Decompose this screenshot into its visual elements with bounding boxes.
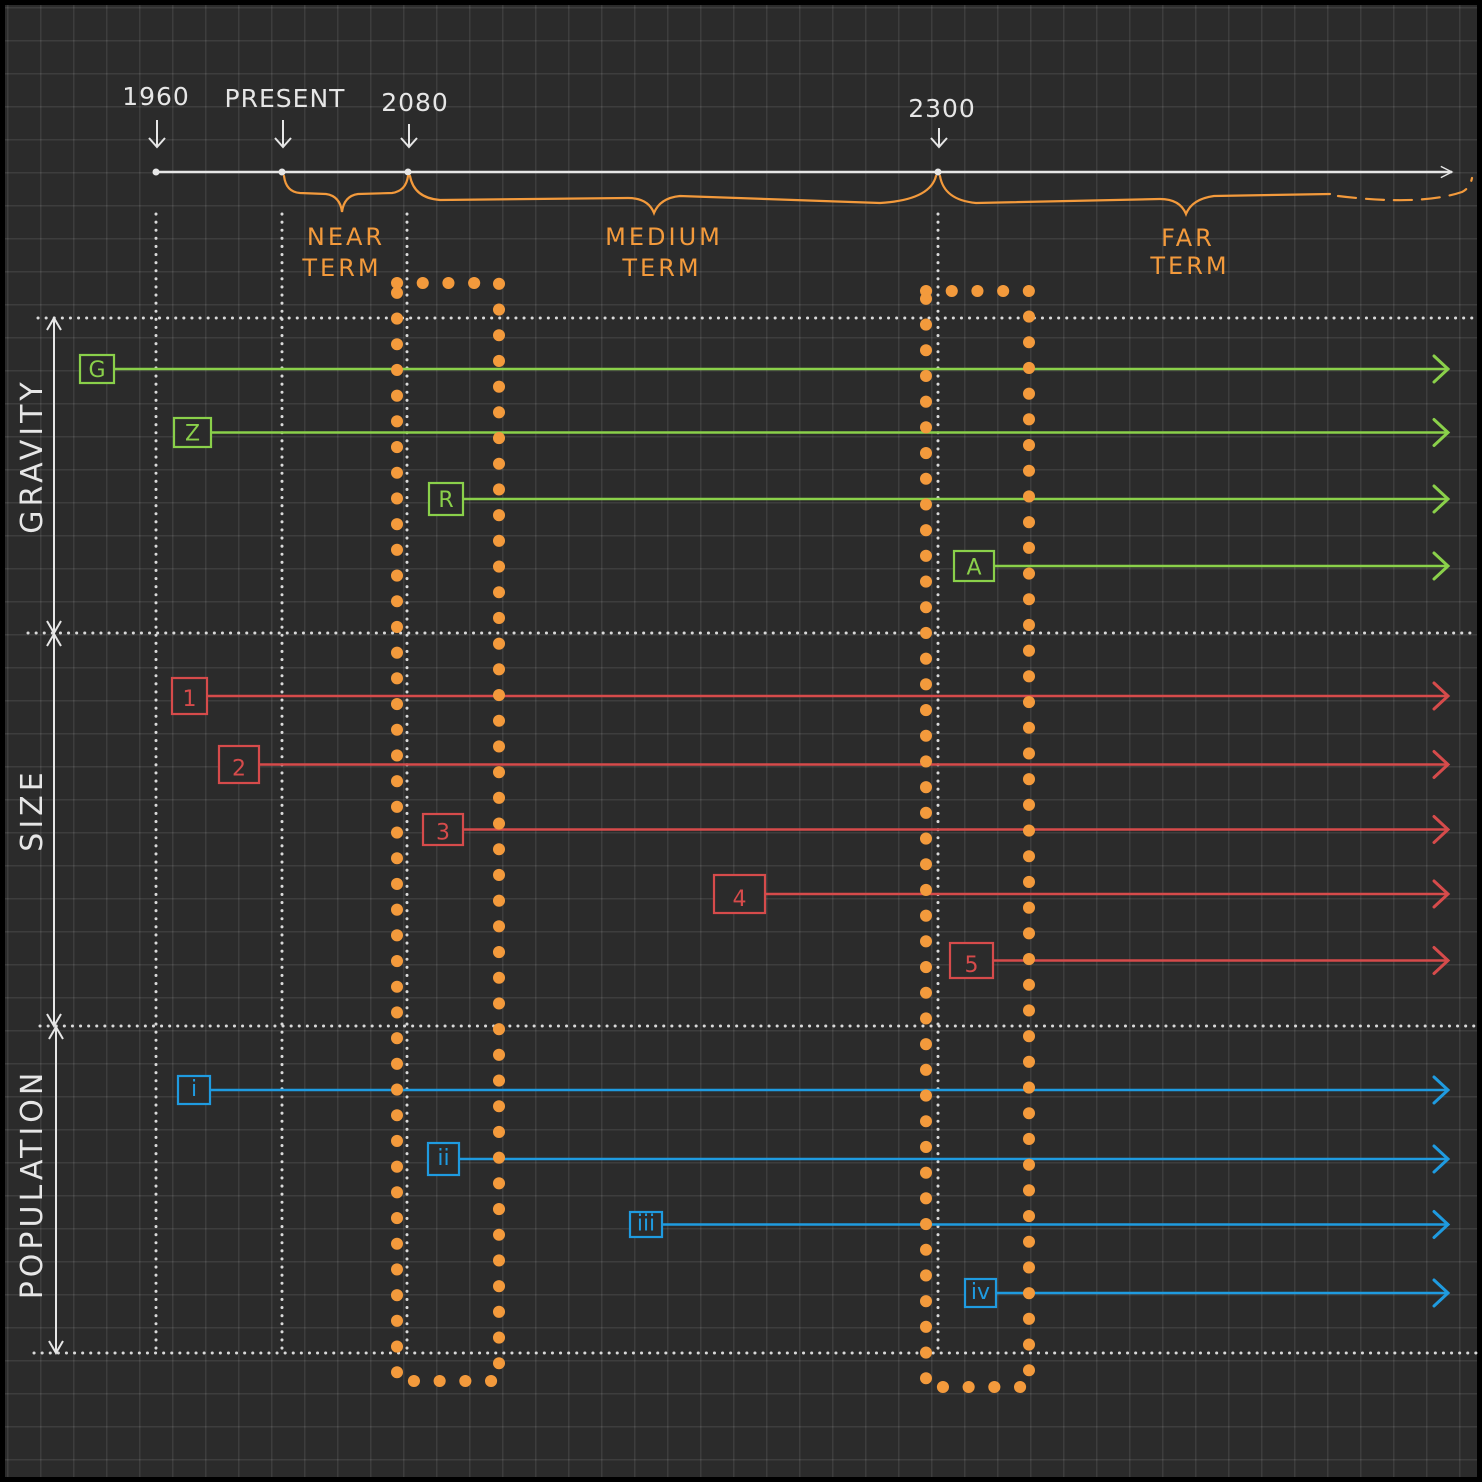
population-item-box — [628, 1210, 664, 1239]
axis-dot-1960 — [152, 168, 160, 176]
arrowhead-icon — [1432, 354, 1451, 384]
category-label-gravity: GRAVITY — [15, 378, 50, 534]
size-item-2: 2 — [217, 744, 1451, 785]
down-arrow-icon — [48, 1340, 64, 1355]
up-arrow-icon — [46, 316, 62, 331]
arrowhead-icon — [1432, 750, 1451, 779]
highlight-windows — [391, 277, 1035, 1393]
gravity-item-box — [427, 481, 465, 517]
size-item-1: 1 — [170, 676, 1451, 716]
size-item-box — [170, 676, 209, 716]
down-arrow-icon — [274, 120, 292, 149]
population-item-label: iii — [637, 1211, 655, 1236]
term-label-far-line1: FAR — [1161, 224, 1215, 252]
axis-dot-2300 — [934, 168, 942, 176]
arrowhead-icon — [1432, 1075, 1451, 1105]
down-arrow-icon — [930, 128, 948, 149]
gravity-item-2: Z — [172, 416, 1451, 449]
term-braces — [282, 174, 1474, 217]
population-item-box — [963, 1277, 998, 1309]
size-item-label: 1 — [183, 687, 197, 712]
population-item-label: iv — [971, 1280, 990, 1305]
term-label-far-line2: TERM — [1149, 252, 1229, 280]
brace-far-term — [938, 174, 1332, 217]
term-label-medium-line2: TERM — [621, 254, 701, 282]
gravity-item-label: G — [88, 358, 105, 383]
gravity-item-1: G — [78, 353, 1451, 385]
axis-dot-2080 — [404, 168, 412, 176]
term-label-medium-line1: MEDIUM — [605, 223, 723, 251]
axis-dot-present — [278, 168, 286, 176]
brace-near-term — [282, 174, 410, 213]
up-arrow-icon — [48, 1025, 64, 1040]
population-item-2: ii — [426, 1141, 1451, 1177]
gravity-item-4: A — [952, 549, 1451, 583]
population-item-label: ii — [437, 1146, 449, 1171]
brace-far-term-open-end — [1336, 176, 1474, 202]
term-label-near-line2: TERM — [301, 254, 381, 282]
arrowhead-icon — [1432, 551, 1451, 581]
brace-medium-term — [408, 174, 938, 216]
gravity-item-box — [172, 416, 213, 449]
category-label-population: POPULATION — [15, 1069, 50, 1300]
size-item-label: 4 — [733, 887, 747, 912]
gravity-item-label: Z — [185, 421, 200, 446]
arrowhead-icon — [1432, 879, 1451, 909]
category-spans — [46, 316, 64, 1355]
size-item-label: 2 — [232, 756, 246, 781]
arrowhead-icon — [1432, 1278, 1451, 1308]
category-label-size: SIZE — [15, 768, 50, 851]
arrowhead-icon — [1432, 1144, 1451, 1174]
population-item-1: i — [176, 1074, 1451, 1106]
timeline-axis — [152, 168, 1453, 176]
window-2080 — [391, 277, 505, 1387]
category-separators — [26, 316, 1478, 1355]
arrowhead-icon — [1432, 815, 1451, 844]
population-item-box — [426, 1141, 461, 1177]
size-item-box — [217, 744, 261, 785]
date-label-2080: 2080 — [381, 88, 449, 117]
population-item-label: i — [191, 1077, 197, 1102]
term-label-near-line1: NEAR — [307, 223, 385, 251]
size-item-5: 5 — [948, 941, 1451, 980]
size-item-label: 3 — [436, 821, 450, 846]
down-arrow-icon — [400, 124, 418, 149]
date-guides — [154, 212, 940, 1354]
arrowhead-icon — [1432, 418, 1451, 447]
down-arrow-icon — [46, 1013, 62, 1028]
size-item-box — [712, 873, 767, 915]
date-markers — [148, 120, 948, 149]
date-label-2300: 2300 — [908, 94, 976, 123]
population-item-3: iii — [628, 1210, 1451, 1239]
down-arrow-icon — [148, 120, 166, 149]
up-arrow-icon — [46, 632, 62, 647]
size-item-label: 5 — [965, 953, 979, 978]
size-item-4: 4 — [712, 873, 1451, 915]
arrowhead-icon — [1432, 1210, 1451, 1239]
gravity-item-label: R — [438, 488, 453, 513]
size-item-3: 3 — [421, 812, 1451, 847]
population-item-box — [176, 1074, 212, 1106]
gravity-item-3: R — [427, 481, 1451, 517]
size-item-box — [948, 941, 995, 980]
gravity-item-box — [952, 549, 996, 583]
arrowhead-icon — [1432, 681, 1451, 711]
gravity-item-label: A — [966, 556, 981, 581]
window-2300 — [920, 285, 1035, 1393]
population-item-4: iv — [963, 1277, 1451, 1309]
arrowhead-icon — [1432, 946, 1451, 975]
gravity-item-box — [78, 353, 116, 385]
arrowhead-icon — [1432, 484, 1451, 514]
size-item-box — [421, 812, 465, 847]
date-label-present: PRESENT — [225, 84, 346, 113]
date-label-1960: 1960 — [122, 82, 190, 111]
